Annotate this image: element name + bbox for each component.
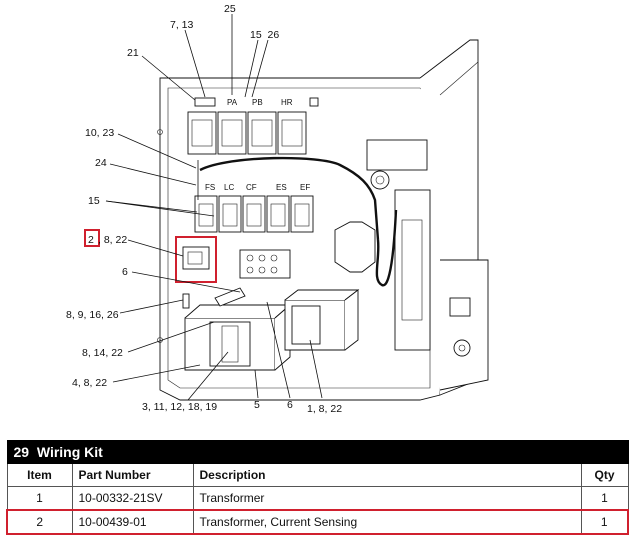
cell-qty: 1	[580, 486, 629, 511]
callout-21: 21	[127, 47, 139, 59]
cell-qty: 1	[580, 509, 629, 535]
terminal-block	[239, 249, 291, 279]
callout-7-13: 7, 13	[170, 19, 194, 31]
relay-label-pb: PB	[252, 98, 263, 107]
relay-label-fs: FS	[205, 183, 215, 192]
small-bracket	[182, 293, 190, 309]
relay-label-cf: CF	[246, 183, 257, 192]
header-description: Description	[192, 463, 582, 487]
callout-6-bottom: 6	[287, 399, 293, 411]
relay-label-ef: EF	[300, 183, 310, 192]
highlight-box-diagram	[175, 236, 217, 283]
leader-lines	[105, 14, 323, 401]
callout-15-26: 15 26	[250, 29, 279, 41]
table-title-row: 29 Wiring Kit	[6, 440, 629, 464]
callout-15: 15	[88, 195, 100, 207]
relay-row-top: PA PB HR	[187, 97, 319, 155]
table-header-row: Item Part Number Description Qty	[6, 463, 629, 487]
relay-label-hr: HR	[281, 98, 293, 107]
wiring-diagram: PA PB HR FS LC CF ES EF	[66, 3, 489, 415]
table-row: 1 10-00332-21SV Transformer 1	[6, 486, 629, 511]
callout-6-left: 6	[122, 266, 128, 278]
callouts: 25 7, 13 15 26 21 10, 23 24 15 2 , 8, 22…	[66, 3, 342, 415]
callout-3-11-12-18-19: 3, 11, 12, 18, 19	[142, 401, 217, 413]
cell-description: Transformer, Current Sensing	[192, 509, 582, 535]
header-item: Item	[6, 463, 73, 487]
highlight-box-callout	[84, 229, 100, 247]
cell-item: 1	[6, 486, 73, 511]
wiring-kit-table: 29 Wiring Kit Item Part Number Descripti…	[6, 440, 629, 535]
transformer-right	[284, 289, 360, 351]
wire-harness	[199, 156, 398, 287]
table-row-highlighted: 2 10-00439-01 Transformer, Current Sensi…	[6, 509, 629, 535]
cell-item: 2	[6, 509, 73, 535]
callout-10-23: 10, 23	[85, 127, 114, 139]
relay-label-pa: PA	[227, 98, 238, 107]
header-part-number: Part Number	[71, 463, 194, 487]
current-sensing-transformer	[175, 236, 217, 283]
callout-25: 25	[224, 3, 236, 15]
callout-8-9-16-26: 8, 9, 16, 26	[66, 309, 119, 321]
cell-description: Transformer	[192, 486, 582, 511]
cell-part-number: 10-00332-21SV	[71, 486, 194, 511]
cell-part-number: 10-00439-01	[71, 509, 194, 535]
callout-1-8-22: 1, 8, 22	[307, 403, 342, 415]
callout-2: 2	[88, 234, 94, 246]
callout-5: 5	[254, 399, 260, 411]
callout-8-22: , 8, 22	[98, 234, 127, 246]
relay-label-es: ES	[276, 183, 287, 192]
relay-row-middle: FS LC CF ES EF	[194, 183, 314, 233]
table-title: 29 Wiring Kit	[6, 440, 629, 464]
header-qty: Qty	[580, 463, 629, 487]
relay-label-lc: LC	[224, 183, 234, 192]
callout-8-14-22: 8, 14, 22	[82, 347, 123, 359]
callout-24: 24	[95, 157, 107, 169]
callout-4-8-22: 4, 8, 22	[72, 377, 107, 389]
